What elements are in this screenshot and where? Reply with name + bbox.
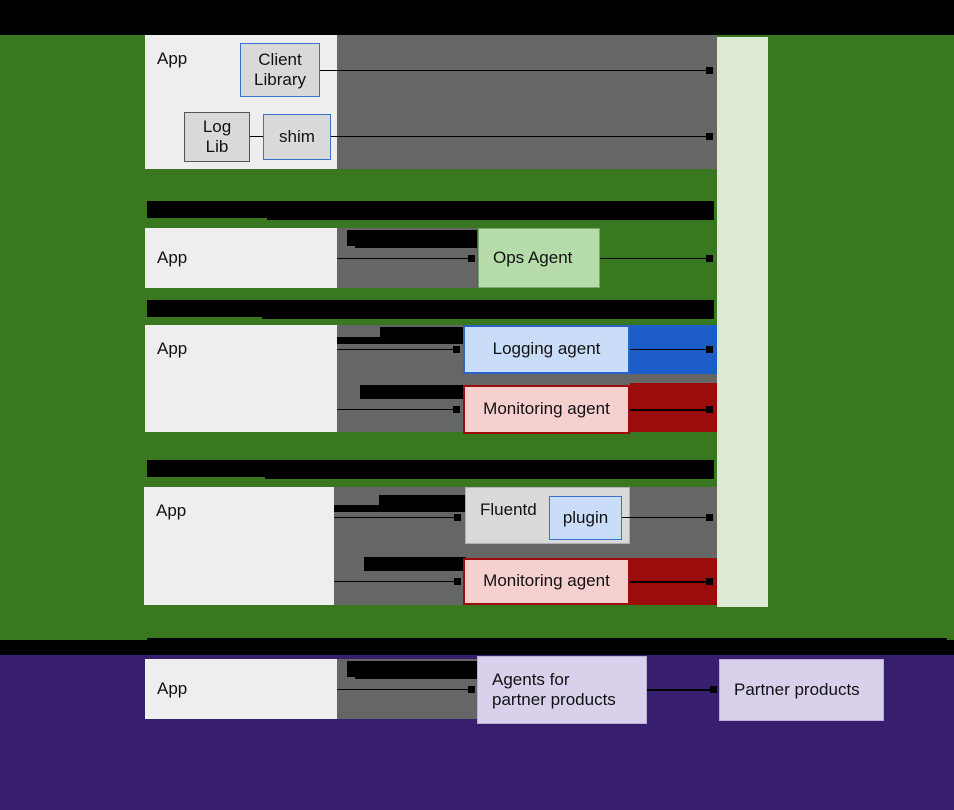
connector-endpoint-dot (706, 578, 713, 585)
monitoring-agent-box-section4[interactable]: Monitoring agent (463, 558, 630, 605)
fluentd-label: Fluentd (480, 500, 537, 519)
partner-products-box[interactable]: Partner products (719, 659, 884, 721)
connector-endpoint-dot (706, 255, 713, 262)
redaction-bar-section4-b (265, 470, 714, 479)
plugin-box[interactable]: plugin (549, 496, 622, 540)
redaction-bar-section4-e (364, 557, 466, 571)
shim-box[interactable]: shim (263, 114, 331, 160)
connector-endpoint-dot (710, 686, 717, 693)
redaction-bar-section5-c (355, 672, 477, 679)
plugin-label: plugin (562, 507, 609, 527)
connector-app-to-fluentd (334, 517, 458, 518)
destination-rail (717, 37, 768, 607)
connector-app-to-logging-agent (337, 349, 457, 350)
app-label: App (156, 501, 187, 520)
connector-app-to-monitoring-agent-section4 (334, 581, 458, 582)
partner-agents-box[interactable]: Agents for partner products (477, 656, 647, 724)
shim-label: shim (279, 126, 315, 146)
connector-endpoint-dot (454, 578, 461, 585)
app-label: App (157, 49, 188, 68)
connector-client-library-to-rail (320, 70, 712, 71)
top-black-bar (0, 0, 954, 35)
log-lib-box[interactable]: Log Lib (184, 112, 250, 162)
partner-agents-label: Agents for partner products (492, 669, 616, 709)
connector-endpoint-dot (706, 346, 713, 353)
connector-plugin-to-rail (622, 517, 712, 518)
redaction-bar-section3-e (360, 385, 477, 399)
connector-endpoint-dot (706, 406, 713, 413)
partner-products-label: Partner products (734, 679, 860, 699)
monitoring-agent-label: Monitoring agent (483, 571, 610, 591)
connector-endpoint-dot (453, 346, 460, 353)
connector-logging-agent-to-rail (630, 349, 712, 350)
redaction-bar-section5-a (147, 638, 947, 655)
app-panel-separate-agents: App (145, 325, 337, 432)
logging-agent-label: Logging agent (492, 339, 601, 359)
connector-endpoint-dot (706, 133, 713, 140)
app-panel-ops-agent: App (145, 228, 337, 288)
connector-endpoint-dot (706, 514, 713, 521)
client-library-box[interactable]: Client Library (240, 43, 320, 97)
connector-app-to-monitoring-agent (337, 409, 457, 410)
connector-partner-agents-to-products (647, 689, 715, 691)
monitoring-output-block (630, 383, 717, 432)
connector-endpoint-dot (706, 67, 713, 74)
monitoring-agent-label: Monitoring agent (483, 399, 610, 419)
redaction-bar-section4-d (334, 505, 466, 512)
connector-ops-agent-to-rail (600, 258, 712, 259)
connector-monitoring-agent-to-rail-section4 (630, 581, 712, 583)
app-panel-fluentd: App (144, 487, 334, 605)
connector-endpoint-dot (468, 686, 475, 693)
connector-monitoring-agent-to-rail (630, 409, 712, 411)
app-panel-partner: App (145, 659, 337, 719)
redaction-bar-section2-d (355, 241, 477, 248)
app-label: App (157, 247, 188, 267)
redaction-bar-section3-b (262, 310, 714, 319)
ops-agent-box[interactable]: Ops Agent (478, 228, 600, 288)
connector-endpoint-dot (453, 406, 460, 413)
occluder-block-section1 (337, 35, 717, 169)
app-label: App (157, 339, 188, 358)
connector-endpoint-dot (468, 255, 475, 262)
redaction-bar-section3-d (337, 337, 477, 344)
logging-agent-box[interactable]: Logging agent (463, 325, 630, 374)
connector-app-to-ops-agent (337, 258, 472, 259)
connector-endpoint-dot (454, 514, 461, 521)
redaction-bar-section2-b (267, 211, 714, 220)
monitoring-agent-box-section3[interactable]: Monitoring agent (463, 385, 630, 434)
log-lib-label: Log Lib (202, 116, 232, 156)
connector-loglib-shim (250, 136, 263, 137)
connector-app-to-partner-agents (337, 689, 472, 690)
client-library-label: Client Library (254, 49, 306, 89)
ops-agent-label: Ops Agent (493, 247, 573, 267)
connector-shim-to-rail (331, 136, 712, 137)
app-label: App (157, 678, 188, 698)
